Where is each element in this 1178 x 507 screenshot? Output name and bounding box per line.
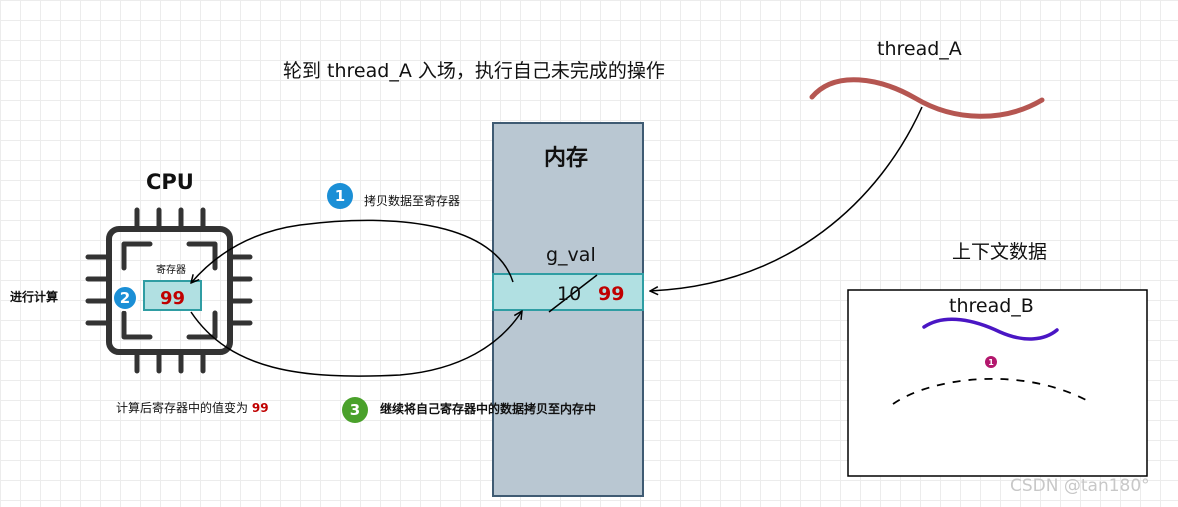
register-label: 寄存器 <box>156 265 186 276</box>
thread-b-progress-dashed <box>892 378 1089 405</box>
memory-title: 内存 <box>544 146 589 171</box>
compute-label: 进行计算 <box>10 290 59 304</box>
step-1-badge: 1 <box>327 183 353 209</box>
step-2-value: 99 <box>251 401 269 415</box>
arrow-thread-a <box>650 106 923 291</box>
thread-a-line <box>809 77 1045 119</box>
register-box <box>143 280 202 311</box>
thread-b-marker: 1 <box>985 356 997 368</box>
step-3-badge: 3 <box>342 397 368 423</box>
memory-var-name: g_val <box>546 244 596 266</box>
context-box <box>847 289 1148 477</box>
register-value: 99 <box>160 288 186 309</box>
memory-old-value: 10 <box>557 283 582 305</box>
diagram-title: 轮到 thread_A 入场，执行自己未完成的操作 <box>283 60 665 82</box>
context-title: 上下文数据 <box>952 241 1048 263</box>
arrow-copy-to-register <box>191 219 514 283</box>
thread-b-label: thread_B <box>949 295 1034 317</box>
watermark: CSDN @tan180° <box>1010 476 1150 496</box>
step-2-badge: 2 <box>112 285 138 311</box>
thread-b-line <box>922 317 1059 341</box>
thread-a-label: thread_A <box>877 38 962 60</box>
step-2-text: 计算后寄存器中的值变为 99 <box>116 401 269 415</box>
cpu-label: CPU <box>146 170 194 194</box>
memory-cell <box>492 273 644 311</box>
memory-new-value: 99 <box>598 283 625 305</box>
step-3-text: 继续将自己寄存器中的数据拷贝至内存中 <box>380 402 597 416</box>
strike-line <box>548 274 598 313</box>
step-1-text: 拷贝数据至寄存器 <box>364 194 461 208</box>
cpu-chip-icon <box>85 207 253 374</box>
arrow-copy-to-memory <box>190 311 522 377</box>
